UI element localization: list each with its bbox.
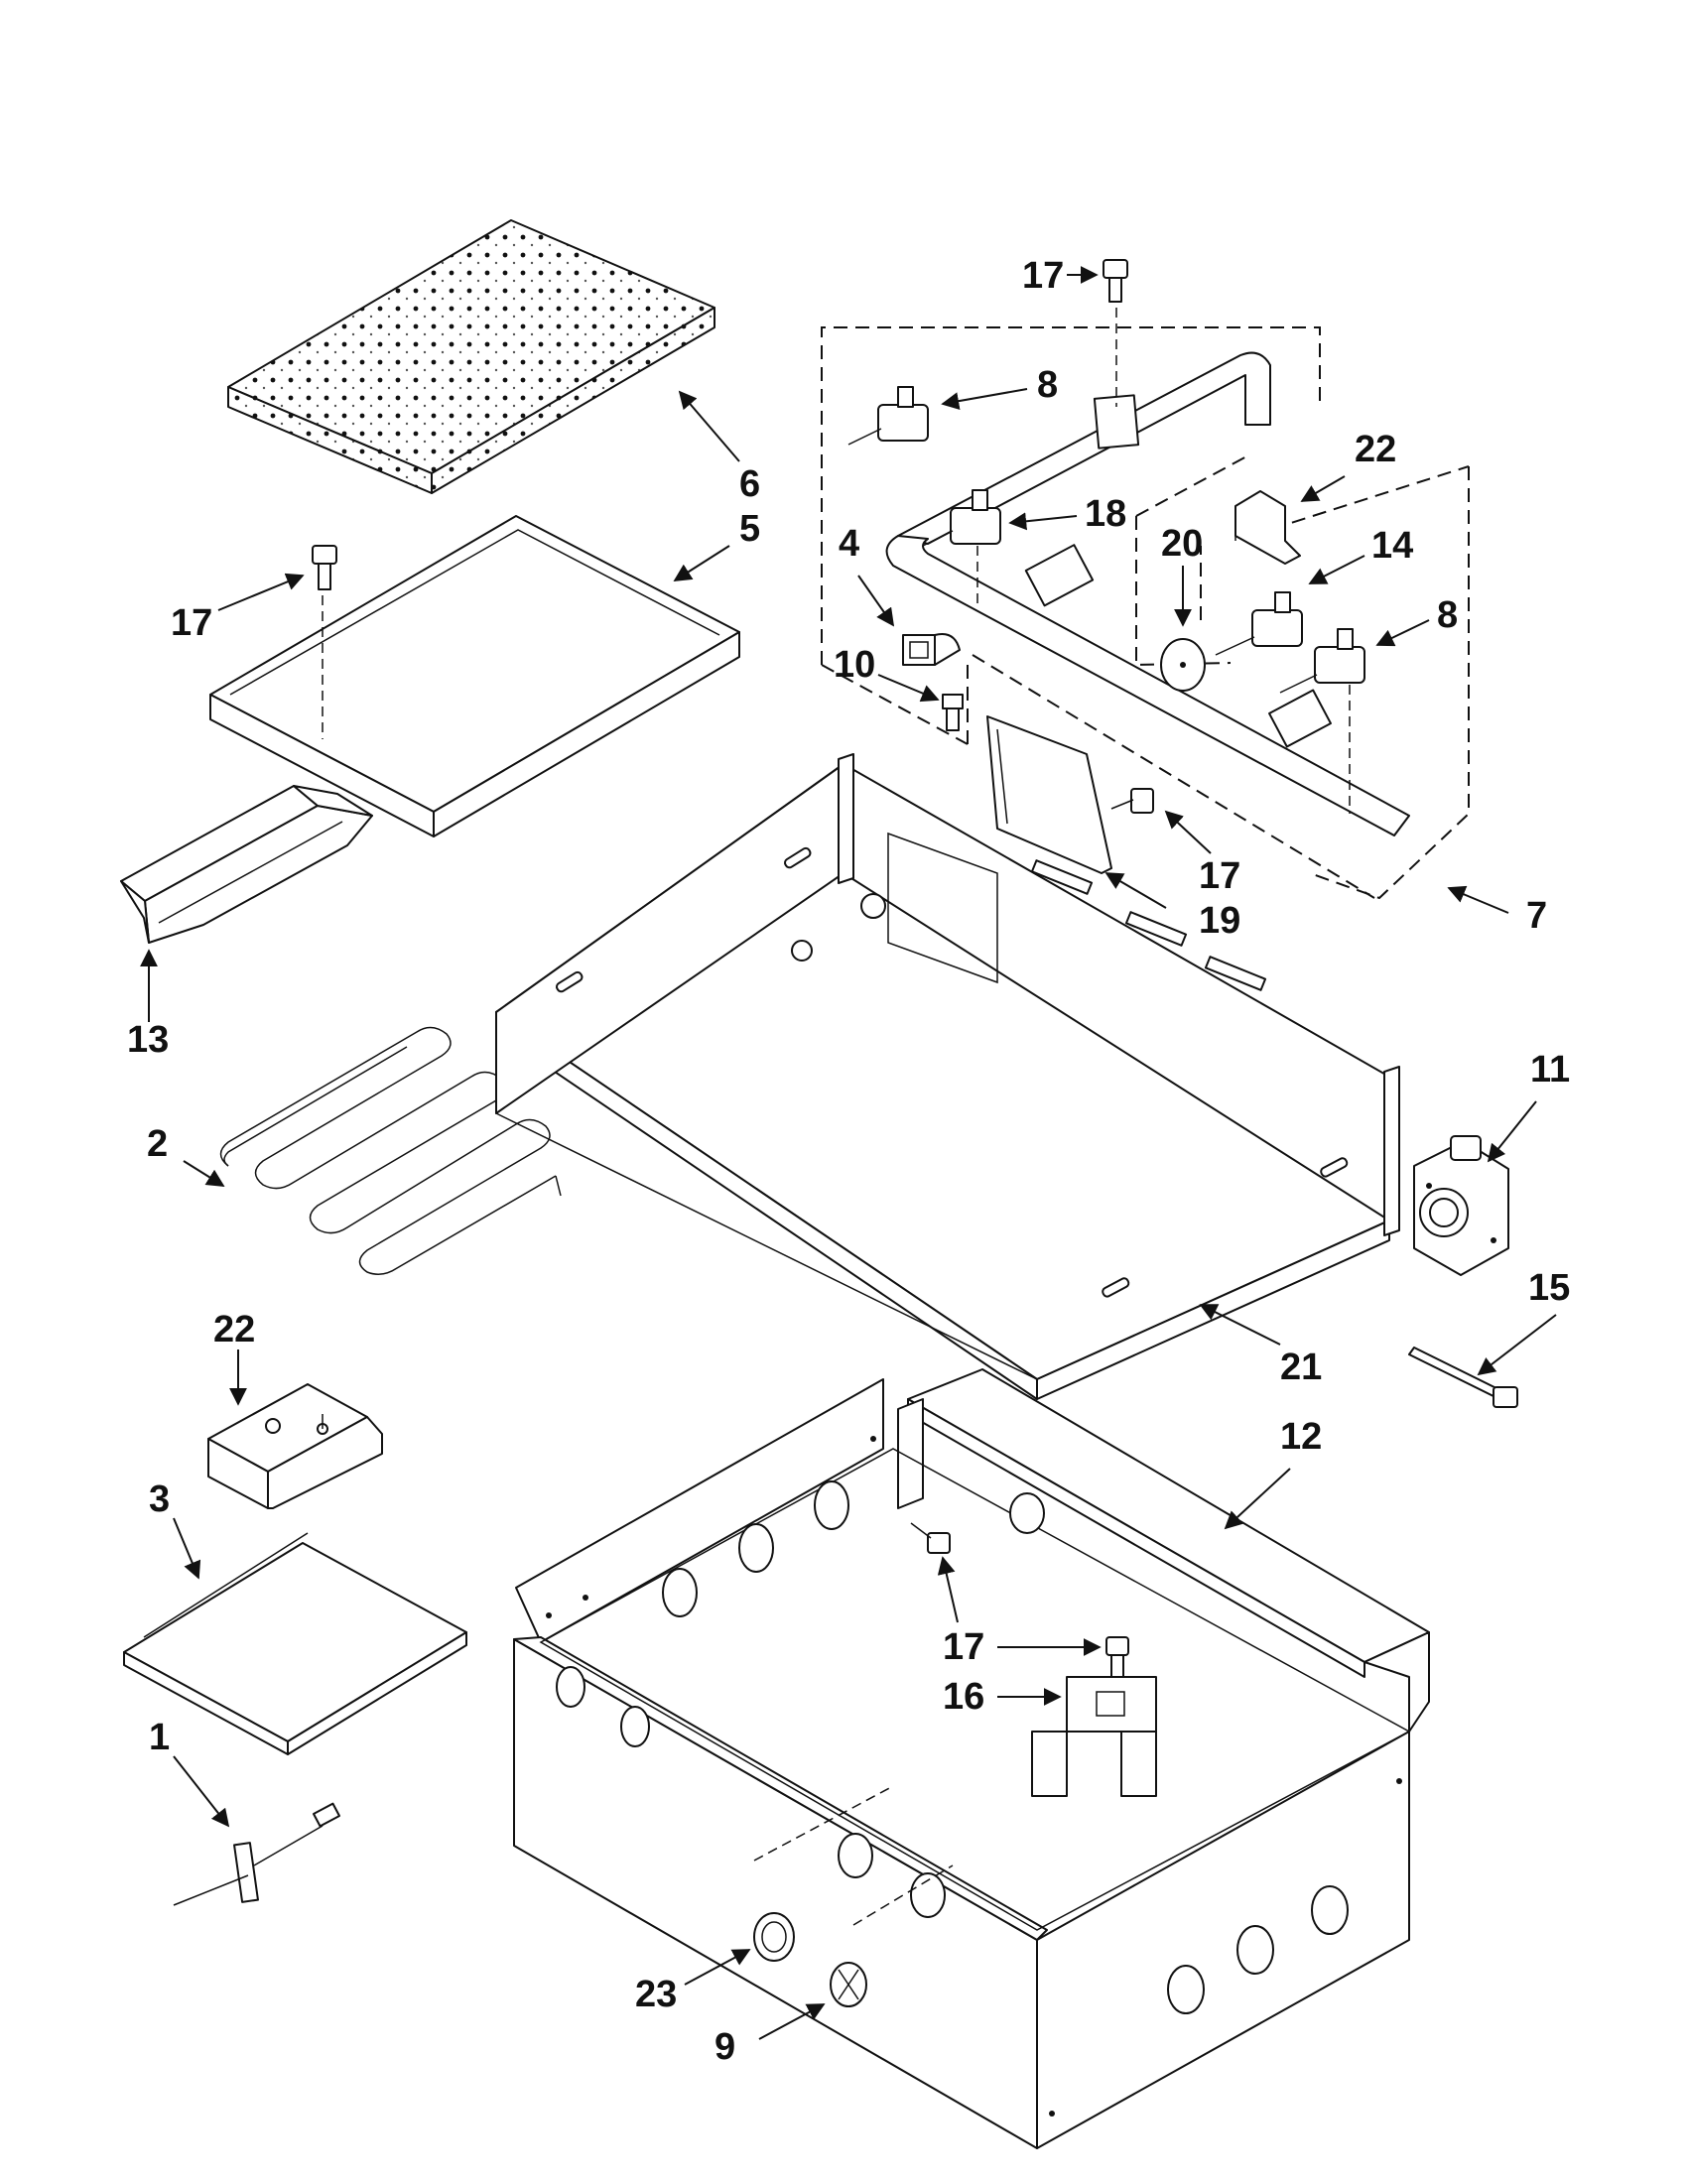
- screw-low-a: [910, 1522, 951, 1554]
- valve-right-b: [1279, 628, 1365, 814]
- callout-16: 16: [943, 1676, 984, 1718]
- valve-right-a: [1215, 591, 1303, 656]
- knob-part: [830, 1962, 867, 2007]
- shield-plate: [986, 715, 1112, 874]
- leader-lines: [140, 266, 1557, 2040]
- callout-15: 15: [1528, 1267, 1570, 1309]
- valve-mid: [922, 489, 1001, 605]
- callout-17-low: 17: [943, 1626, 984, 1668]
- shelf-plate: [123, 1532, 467, 1755]
- callout-12: 12: [1280, 1416, 1322, 1458]
- base-pan: [513, 1368, 1430, 2149]
- gas-regulator: [1413, 1135, 1509, 1276]
- mount-bracket: [1031, 1676, 1157, 1797]
- bracket-right: [1234, 490, 1301, 565]
- grate-plate: [227, 219, 715, 494]
- callout-22-left: 22: [213, 1309, 255, 1350]
- callout-17-top: 17: [1022, 255, 1064, 297]
- callout-17-mid: 17: [1199, 855, 1240, 897]
- clip-part: [902, 633, 961, 666]
- callout-11: 11: [1530, 1049, 1570, 1091]
- screw-mid: [1110, 788, 1154, 814]
- callout-20: 20: [1161, 523, 1203, 565]
- callout-8-top: 8: [1037, 364, 1058, 406]
- callout-21: 21: [1280, 1347, 1322, 1388]
- screw-left: [312, 545, 337, 590]
- grommet-ring: [753, 1912, 795, 1962]
- burner-box: [495, 753, 1400, 1400]
- cable-tie: [1408, 1347, 1518, 1408]
- washer-20: [1160, 638, 1206, 692]
- callout-5: 5: [739, 508, 760, 550]
- callout-18: 18: [1085, 493, 1126, 535]
- screw-top: [1103, 259, 1128, 303]
- callout-14: 14: [1371, 525, 1413, 567]
- callout-4: 4: [839, 523, 859, 565]
- callout-6: 6: [739, 463, 760, 505]
- valve-top: [847, 386, 929, 446]
- callout-9: 9: [714, 2026, 735, 2068]
- drip-tray: [209, 515, 740, 837]
- manifold-assembly: [821, 308, 1470, 900]
- callout-23: 23: [635, 1974, 677, 2015]
- callout-8-right: 8: [1437, 594, 1458, 636]
- callout-3: 3: [149, 1478, 170, 1520]
- callout-7: 7: [1526, 895, 1547, 937]
- callout-10: 10: [834, 644, 875, 686]
- callout-2: 2: [147, 1123, 168, 1165]
- callout-17-left: 17: [171, 602, 212, 644]
- callout-22-right: 22: [1355, 429, 1396, 470]
- screw-low-b: [1105, 1636, 1129, 1678]
- callout-13: 13: [127, 1019, 169, 1061]
- bracket-left: [207, 1383, 383, 1509]
- igniter-probe: [173, 1802, 340, 1906]
- callout-19: 19: [1199, 900, 1240, 942]
- callout-labels: 6 5 17 13 2 22 3 1 17 8 18 4 10 22 20 14…: [127, 255, 1570, 2068]
- callout-1: 1: [149, 1717, 170, 1758]
- screw-10: [942, 694, 964, 731]
- grease-trough: [120, 785, 373, 944]
